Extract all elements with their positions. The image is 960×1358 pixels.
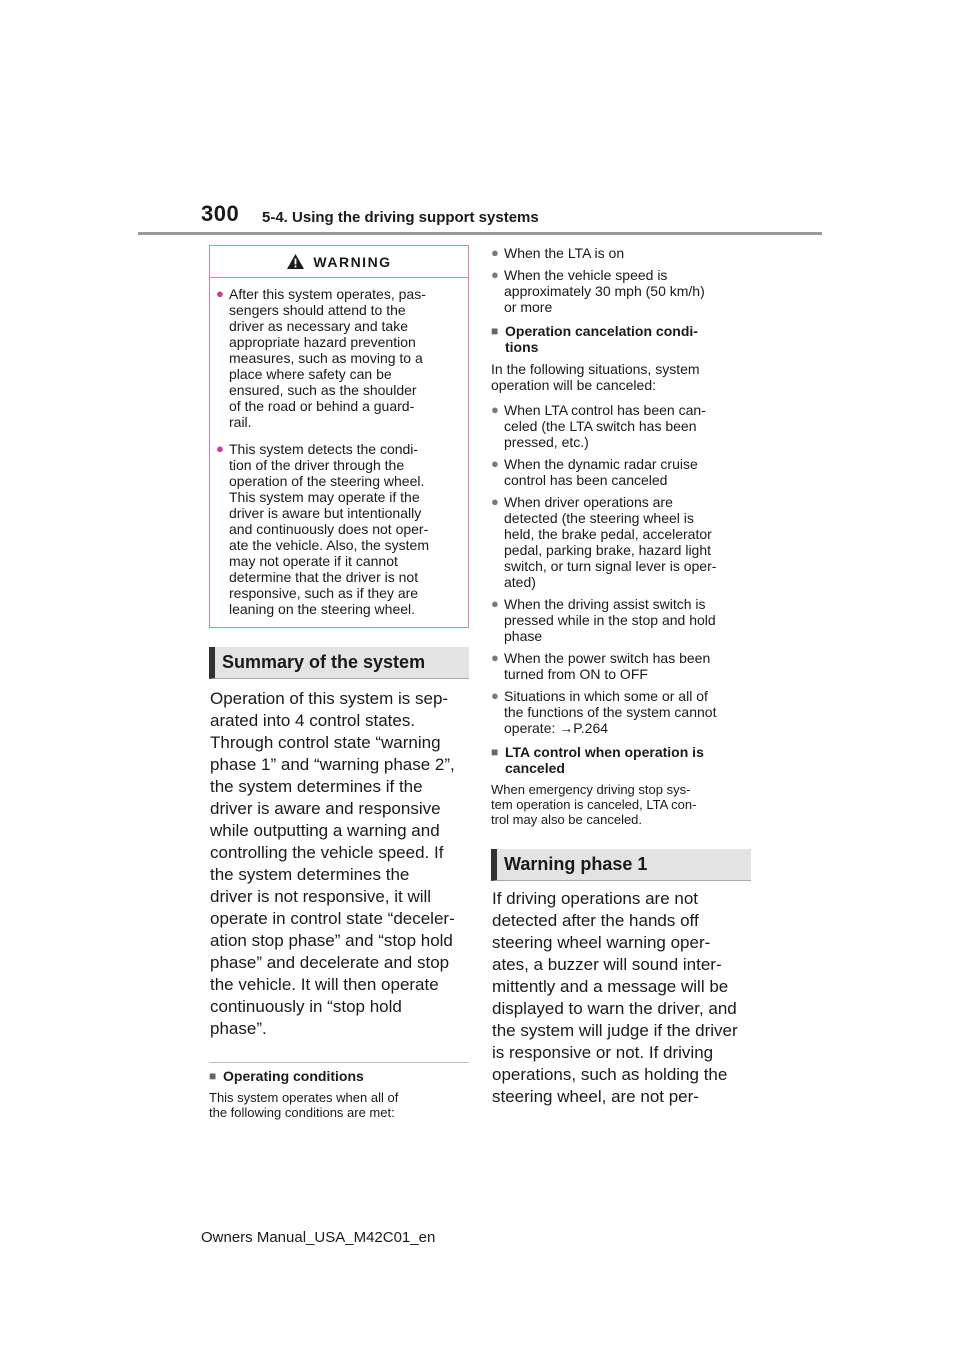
list-item: ● When LTA control has been can-celed (t…: [491, 402, 751, 450]
circle-bullet-icon: ●: [491, 494, 499, 509]
warning-body: ● After this system operates, pas-senger…: [210, 278, 468, 627]
circle-bullet-icon: ●: [491, 650, 499, 665]
warning-item-text: This system detects the condi-tion of th…: [229, 441, 429, 617]
warning-phase1-heading: Warning phase 1: [504, 854, 648, 874]
warning-item: ● This system detects the condi-tion of …: [216, 441, 458, 617]
warning-item: ● After this system operates, pas-senger…: [216, 286, 458, 430]
warning-box: WARNING ● After this system operates, pa…: [209, 245, 469, 628]
circle-bullet-icon: ●: [491, 402, 499, 417]
header-rule: [138, 232, 822, 235]
square-bullet-icon: ■: [491, 745, 499, 759]
section-title: 5-4. Using the driving support systems: [262, 209, 539, 226]
circle-bullet-icon: ●: [491, 456, 499, 471]
left-column: WARNING ● After this system operates, pa…: [209, 245, 469, 1120]
divider: [209, 1062, 469, 1063]
circle-bullet-icon: ●: [216, 441, 224, 456]
list-item-text: When the LTA is on: [504, 245, 625, 261]
square-bullet-icon: ■: [209, 1069, 217, 1083]
circle-bullet-icon: ●: [216, 286, 224, 301]
list-item-text: When LTA control has been can-celed (the…: [504, 402, 706, 450]
warning-title: WARNING: [313, 253, 392, 270]
list-item: ● When the LTA is on: [491, 245, 751, 261]
summary-body: Operation of this system is sep-arated i…: [210, 689, 455, 1038]
circle-bullet-icon: ●: [491, 688, 499, 703]
circle-bullet-icon: ●: [491, 267, 499, 282]
warning-header: WARNING: [210, 246, 468, 278]
square-bullet-icon: ■: [491, 324, 499, 338]
lta-control-body: When emergency driving stop sys-tem oper…: [491, 782, 697, 827]
warning-item-text: After this system operates, pas-sengers …: [229, 286, 426, 430]
warning-triangle-icon: [287, 254, 305, 269]
right-column: ● When the LTA is on ● When the vehicle …: [491, 245, 751, 1108]
operating-conditions-heading-text: Operating conditions: [223, 1068, 364, 1084]
footer-text: Owners Manual_USA_M42C01_en: [201, 1229, 436, 1246]
cancelation-heading-text: Operation cancelation condi-tions: [505, 323, 698, 355]
page-number: 300: [201, 201, 240, 226]
circle-bullet-icon: ●: [491, 245, 499, 260]
circle-bullet-icon: ●: [491, 596, 499, 611]
operating-conditions-heading: ■ Operating conditions: [209, 1068, 469, 1084]
summary-heading-bar: Summary of the system: [209, 647, 469, 679]
summary-heading: Summary of the system: [222, 652, 426, 672]
cancelation-heading: ■ Operation cancelation condi-tions: [491, 323, 751, 355]
warning-phase1-heading-bar: Warning phase 1: [491, 849, 751, 881]
